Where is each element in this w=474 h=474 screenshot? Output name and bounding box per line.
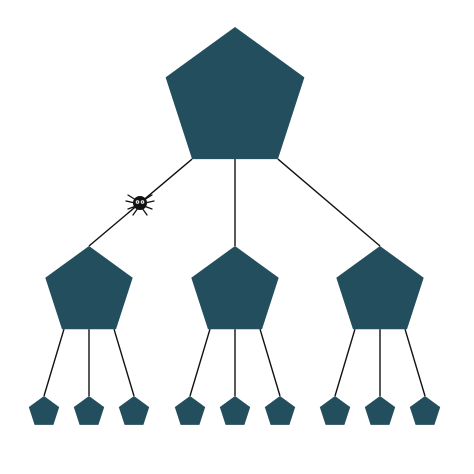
leaf-node-right-1 — [319, 396, 351, 425]
mid-node-middle — [191, 246, 279, 330]
leaf-node-left-1 — [28, 396, 60, 425]
edge-right-to-right-3 — [404, 329, 426, 397]
spider-pupil — [136, 201, 139, 203]
spider-pupil — [141, 201, 144, 203]
edge-middle-to-middle-3 — [259, 329, 281, 397]
edge-middle-to-middle-1 — [189, 329, 211, 397]
spider-body — [133, 196, 147, 210]
edge-left-to-left-1 — [43, 329, 65, 397]
root-node — [165, 27, 305, 160]
leaf-node-middle-1 — [174, 396, 206, 425]
edge-right-to-right-1 — [334, 329, 356, 397]
leaf-node-right-2 — [364, 396, 396, 425]
leaf-node-middle-2 — [219, 396, 251, 425]
leaf-node-left-3 — [118, 396, 150, 425]
leaf-node-right-3 — [409, 396, 441, 425]
mid-node-right — [336, 246, 424, 330]
edge-left-to-left-3 — [113, 329, 135, 397]
edges-layer — [43, 158, 426, 397]
spider-icon — [125, 194, 155, 216]
nodes-layer — [28, 27, 441, 425]
leaf-node-left-2 — [73, 396, 105, 425]
leaf-node-middle-3 — [264, 396, 296, 425]
mid-node-left — [45, 246, 133, 330]
edge-root-to-right — [277, 158, 381, 247]
